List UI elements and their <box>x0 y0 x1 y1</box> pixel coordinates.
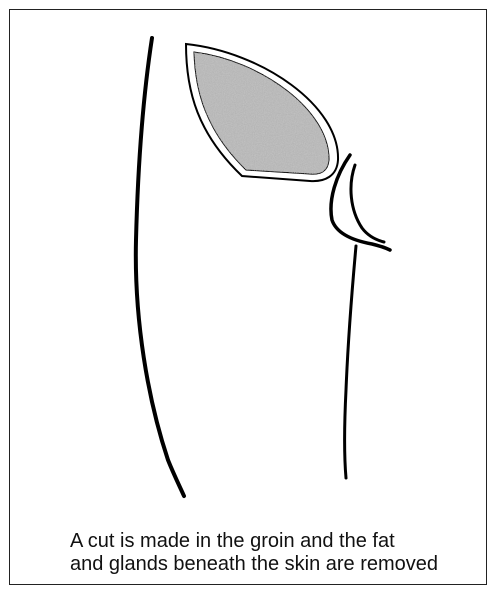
groin-fold-inner <box>351 165 384 242</box>
right-leg-outline <box>345 246 357 478</box>
caption: A cut is made in the groin and the fat a… <box>70 530 470 576</box>
left-body-outline <box>136 38 184 496</box>
groin-fold-outer <box>331 155 390 250</box>
caption-line-2: and glands beneath the skin are removed <box>70 553 470 576</box>
caption-line-1: A cut is made in the groin and the fat <box>70 530 470 553</box>
